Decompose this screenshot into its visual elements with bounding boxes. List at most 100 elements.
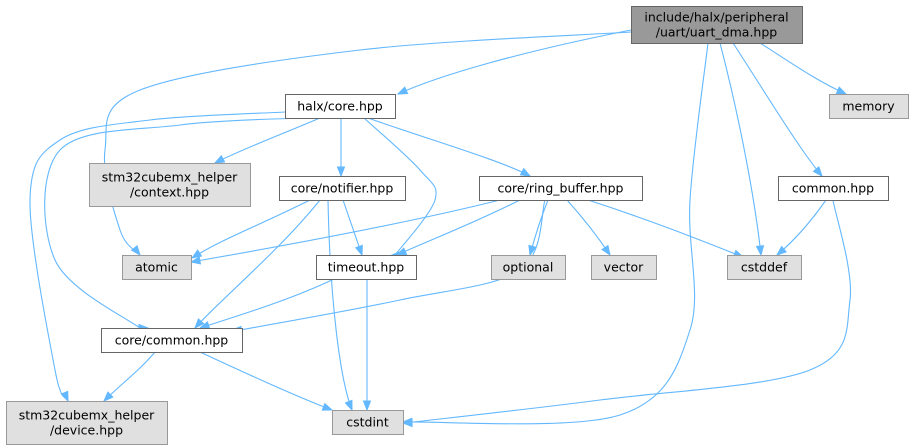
node-ring-buffer[interactable]: core/ring_buffer.hpp	[479, 176, 643, 201]
edge-arrowhead	[401, 418, 413, 428]
edge-arrowhead	[396, 86, 409, 95]
node-cstdint[interactable]: cstdint	[332, 410, 404, 435]
edge-line	[732, 42, 823, 177]
node-box	[316, 255, 417, 280]
node-cstddef[interactable]: cstddef	[727, 255, 802, 280]
edge-arrowhead	[354, 244, 363, 257]
edge-arrowhead	[321, 402, 334, 411]
edge-arrowhead	[213, 154, 226, 164]
nodes-layer: include/halx/peripheral/uart/uart_dma.hp…	[6, 6, 909, 445]
edge-line	[566, 199, 611, 256]
node-stm32-context[interactable]: stm32cubemx_helper/context.hpp	[89, 163, 251, 207]
node-notifier[interactable]: core/notifier.hpp	[279, 176, 406, 201]
node-atomic[interactable]: atomic	[122, 255, 192, 280]
node-memory[interactable]: memory	[829, 94, 909, 119]
node-label-line: vector	[604, 260, 645, 275]
edge-arrowhead	[190, 249, 203, 259]
edge-line	[199, 351, 333, 411]
node-timeout[interactable]: timeout.hpp	[316, 255, 417, 280]
edge-arrowhead	[519, 167, 532, 177]
edge-halx_core-to-stm32_device	[29, 111, 286, 403]
edge-line	[719, 42, 762, 256]
edge-arrowhead	[755, 245, 765, 257]
edge-core_common-to-stm32_device	[103, 351, 156, 402]
node-box	[6, 401, 168, 445]
edge-line	[776, 199, 827, 256]
edge-line	[214, 117, 321, 164]
edge-arrowhead	[601, 244, 611, 257]
edge-arrowhead	[189, 256, 202, 265]
node-box	[122, 255, 192, 280]
node-box	[332, 410, 404, 435]
edge-root-to-memory	[759, 42, 848, 95]
edges-layer	[29, 29, 852, 428]
edge-line	[199, 278, 335, 329]
node-label-line: include/halx/peripheral	[644, 10, 788, 25]
node-label-line: common.hpp	[792, 181, 874, 196]
node-label-line: /uart/uart_dma.hpp	[656, 25, 778, 40]
edge-timeout-to-core_common	[198, 278, 335, 330]
node-core-common[interactable]: core/common.hpp	[101, 328, 243, 353]
node-box	[479, 176, 643, 201]
node-root[interactable]: include/halx/peripheral/uart/uart_dma.hp…	[631, 6, 803, 44]
node-label-line: core/notifier.hpp	[291, 181, 394, 196]
edge-line	[44, 117, 301, 334]
node-box	[829, 94, 909, 119]
node-label-line: optional	[503, 260, 554, 275]
edge-root-to-atomic	[103, 31, 632, 257]
node-box	[89, 163, 251, 207]
edge-halx_core-to-notifier	[336, 117, 346, 178]
edge-halx_core-to-core_common	[44, 117, 301, 334]
node-box	[778, 176, 889, 201]
edge-halx_core-to-ring_buffer	[367, 117, 532, 177]
node-box	[101, 328, 243, 353]
node-label-line: core/ring_buffer.hpp	[498, 181, 624, 196]
node-vector[interactable]: vector	[591, 255, 657, 280]
edge-arrowhead	[103, 391, 114, 402]
edge-notifier-to-core_common	[194, 199, 321, 330]
edge-root-to-halx_core	[396, 29, 632, 95]
edge-line	[759, 42, 847, 95]
node-stm32-device[interactable]: stm32cubemx_helper/device.hpp	[6, 401, 168, 445]
edge-line	[194, 199, 321, 329]
edge-arrowhead	[194, 318, 205, 330]
node-box	[727, 255, 802, 280]
edge-timeout-to-cstdint	[362, 279, 372, 412]
edge-arrowhead	[395, 247, 408, 256]
node-box	[279, 176, 406, 201]
edge-arrowhead	[60, 390, 69, 403]
edge-line	[191, 199, 311, 259]
edge-line	[396, 199, 521, 256]
node-label-line: core/common.hpp	[115, 333, 229, 348]
node-box	[491, 255, 566, 280]
edge-ring_buffer-to-optional	[528, 199, 549, 257]
node-label-line: stm32cubemx_helper	[19, 408, 155, 423]
node-label-line: timeout.hpp	[328, 260, 405, 275]
node-label-line: atomic	[135, 260, 178, 275]
edge-common_hpp-to-cstddef	[775, 199, 827, 256]
node-box	[631, 6, 803, 44]
node-label-line: /context.hpp	[130, 185, 209, 200]
edge-line	[397, 29, 632, 95]
edge-notifier-to-timeout	[342, 199, 363, 257]
edge-core_common-to-cstdint	[199, 351, 334, 411]
edge-arrowhead	[528, 244, 537, 257]
node-common-hpp[interactable]: common.hpp	[778, 176, 889, 201]
edge-notifier-to-cstdint	[327, 199, 353, 412]
edge-line	[389, 199, 852, 426]
edge-notifier-to-atomic	[190, 199, 311, 259]
node-label-line: stm32cubemx_helper	[102, 170, 238, 185]
node-label-line: /device.hpp	[50, 423, 123, 438]
edge-ring_buffer-to-atomic	[189, 199, 501, 265]
node-label-line: cstdint	[346, 415, 389, 430]
node-halx-core[interactable]: halx/core.hpp	[285, 94, 396, 119]
edge-arrowhead	[362, 400, 372, 412]
edge-line	[103, 31, 632, 256]
edge-ring_buffer-to-vector	[566, 199, 611, 257]
node-box	[285, 94, 396, 119]
edge-line	[103, 351, 156, 402]
node-optional[interactable]: optional	[491, 255, 566, 280]
edge-root-to-cstddef	[719, 42, 765, 257]
edge-arrowhead	[775, 245, 788, 256]
